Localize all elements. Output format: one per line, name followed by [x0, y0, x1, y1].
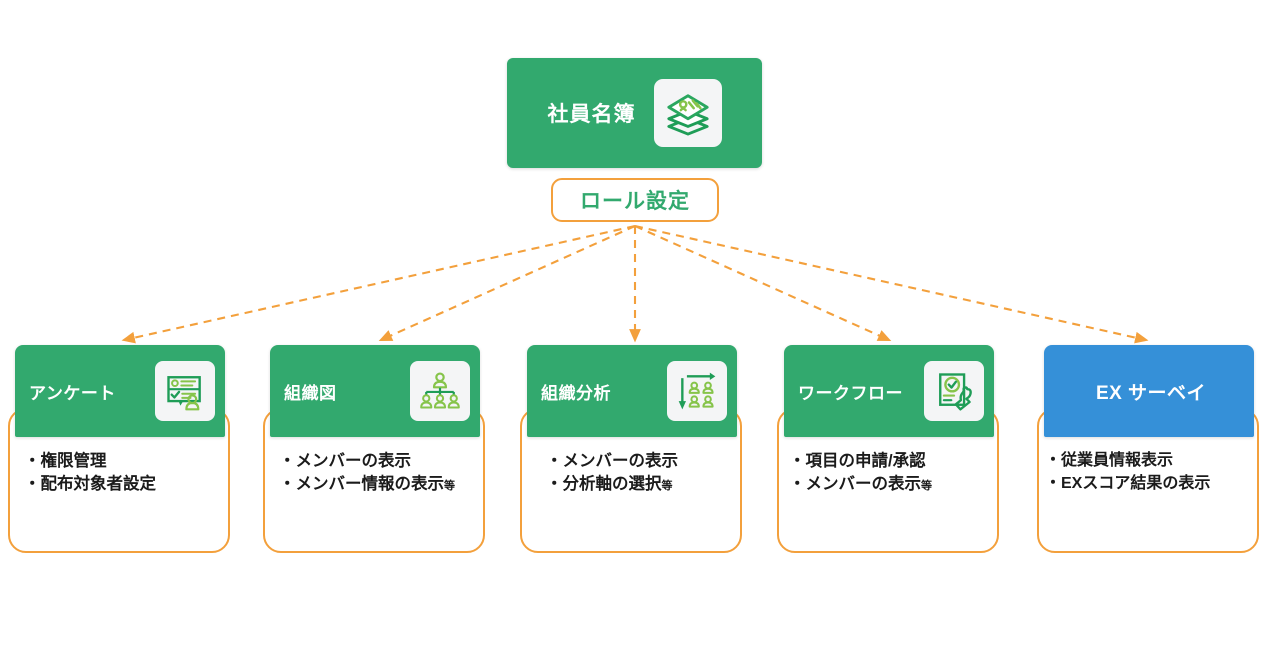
root-node-employee-roster[interactable]: 社員名簿 — [507, 58, 762, 168]
list-item: ・EXスコア結果の表示 — [1045, 474, 1211, 492]
card-bullets: ・メンバーの表示 ・メンバー情報の表示等 — [263, 450, 485, 497]
card-header: ワークフロー — [784, 345, 994, 437]
card-title: 組織分析 — [541, 383, 611, 403]
card-workflow[interactable]: ワークフロー ・項目の申請/承認 ・メンバーの表示等 — [772, 345, 1004, 553]
card-header: 組織図 — [270, 345, 480, 437]
survey-form-icon — [155, 361, 215, 421]
card-bullets: ・従業員情報表示 ・EXスコア結果の表示 — [1037, 450, 1259, 495]
role-setting-pill[interactable]: ロール設定 — [551, 178, 719, 222]
list-item: ・項目の申請/承認 — [789, 452, 926, 470]
root-node-label: 社員名簿 — [547, 103, 636, 126]
list-item: ・メンバー情報の表示等 — [279, 475, 455, 494]
list-item: ・分析軸の選択等 — [546, 475, 673, 494]
card-title: ワークフロー — [798, 383, 903, 403]
list-item: ・メンバーの表示 — [279, 452, 411, 470]
card-survey[interactable]: アンケート ・権限管理 ・配布対象者設定 — [3, 345, 235, 553]
card-header: アンケート — [15, 345, 225, 437]
list-item: ・従業員情報表示 — [1045, 452, 1174, 469]
list-item: ・メンバーの表示 — [546, 452, 678, 470]
card-ex-survey[interactable]: EX サーベイ ・従業員情報表示 ・EXスコア結果の表示 — [1032, 345, 1264, 553]
org-chart-icon — [410, 361, 470, 421]
stacked-cards-icon — [653, 79, 722, 147]
list-item: ・メンバーの表示等 — [789, 475, 932, 494]
card-title: EX サーベイ — [1095, 382, 1207, 404]
card-bullets: ・項目の申請/承認 ・メンバーの表示等 — [777, 450, 999, 497]
card-title: アンケート — [29, 383, 116, 403]
arrow-to-exsurvey — [634, 224, 1149, 344]
arrow-to-workflow — [634, 225, 892, 342]
card-header: 組織分析 — [527, 345, 737, 437]
arrow-to-orgchart — [378, 225, 636, 342]
card-bullets: ・権限管理 ・配布対象者設定 — [8, 450, 230, 497]
card-header: EX サーベイ — [1044, 345, 1254, 437]
analysis-axes-people-icon — [667, 361, 727, 421]
approval-stamp-icon — [924, 361, 984, 421]
card-org-chart[interactable]: 組織図 ・メンバー — [258, 345, 490, 553]
list-item: ・権限管理 — [24, 452, 107, 470]
arrow-to-survey — [121, 224, 636, 344]
card-bullets: ・メンバーの表示 ・分析軸の選択等 — [520, 450, 742, 497]
card-org-analysis[interactable]: 組織分析 ・メンバーの表示 — [515, 345, 747, 553]
role-setting-label: ロール設定 — [580, 190, 690, 213]
list-item: ・配布対象者設定 — [24, 475, 156, 494]
card-title: 組織図 — [284, 383, 337, 403]
